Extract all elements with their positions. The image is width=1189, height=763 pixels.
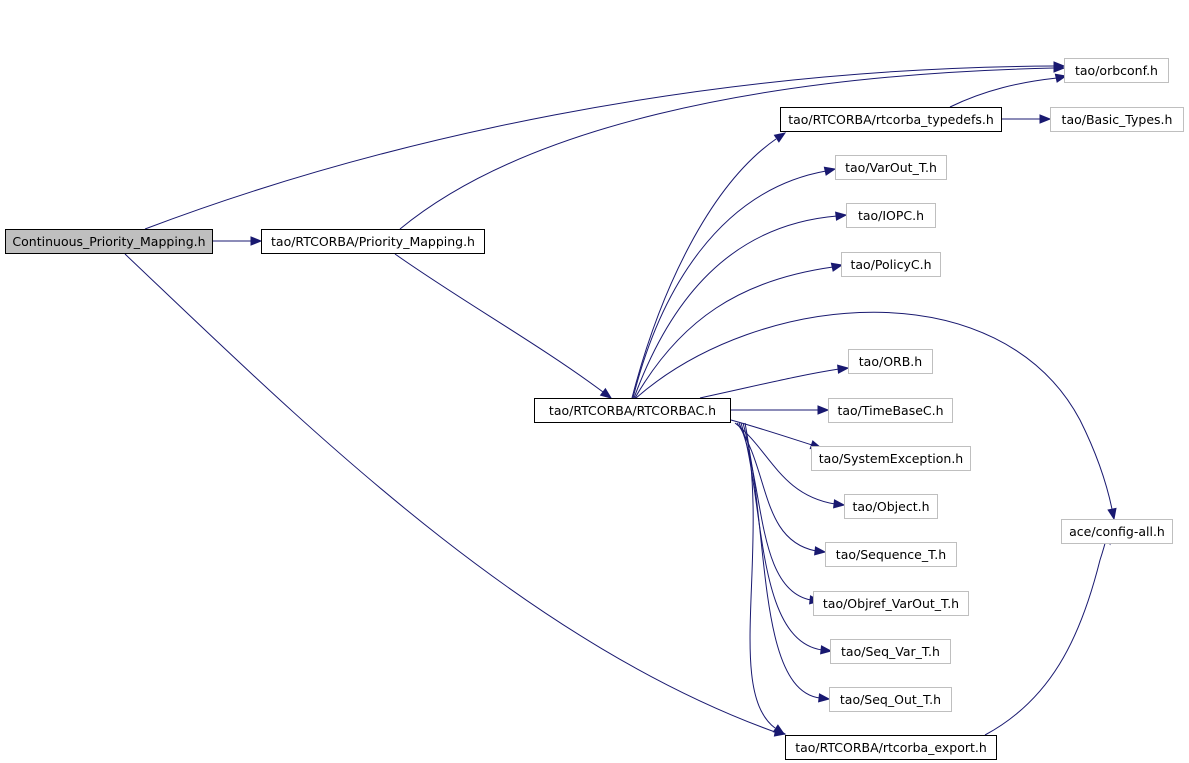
node-system-exception: tao/SystemException.h — [811, 446, 971, 471]
edge-rtcorbac-to-seqvar — [740, 422, 833, 655]
node-seq-var-t: tao/Seq_Var_T.h — [830, 639, 951, 664]
edge-priority-to-orbconf — [399, 63, 1066, 230]
node-basic-types: tao/Basic_Types.h — [1050, 107, 1184, 132]
arrowhead — [830, 262, 844, 272]
edge-rtcorbac-to-orb — [699, 364, 850, 399]
node-priority-mapping[interactable]: tao/RTCORBA/Priority_Mapping.h — [261, 229, 485, 254]
edge-rtcorbac-to-varout — [632, 166, 837, 399]
node-orb: tao/ORB.h — [848, 349, 933, 374]
node-object: tao/Object.h — [844, 494, 938, 519]
node-rtcorba-typedefs[interactable]: tao/RTCORBA/rtcorba_typedefs.h — [780, 107, 1002, 132]
node-ace-config-all: ace/config-all.h — [1061, 519, 1173, 544]
edge-rtcorbac-to-seqout — [742, 422, 831, 703]
edge-typedefs-to-basic — [1002, 114, 1052, 124]
arrowhead — [837, 364, 850, 374]
node-iopc: tao/IOPC.h — [846, 203, 936, 228]
arrowhead — [833, 499, 846, 509]
arrowhead — [820, 645, 833, 655]
node-varout-t: tao/VarOut_T.h — [835, 155, 947, 180]
edge-rtcorbac-to-aceconfig — [635, 311, 1117, 521]
edge-rtcorbac-to-object — [734, 422, 846, 509]
edge-export-to-aceconfig — [984, 531, 1113, 736]
arrowhead — [1053, 63, 1066, 73]
edge-continuous-to-priority — [213, 236, 263, 246]
arrowhead — [818, 693, 831, 703]
arrowhead — [773, 132, 787, 143]
node-rtcorbac[interactable]: tao/RTCORBA/RTCORBAC.h — [534, 398, 731, 423]
node-seq-out-t: tao/Seq_Out_T.h — [829, 687, 952, 712]
edge-rtcorbac-to-policyc — [634, 262, 844, 399]
node-sequence-t: tao/Sequence_T.h — [825, 542, 957, 567]
arrowhead — [1039, 114, 1052, 124]
node-rtcorba-export[interactable]: tao/RTCORBA/rtcorba_export.h — [785, 735, 997, 760]
arrowhead — [817, 405, 830, 415]
arrowhead — [835, 211, 848, 221]
arrowhead — [250, 236, 263, 246]
arrowhead — [772, 724, 786, 735]
node-policyc: tao/PolicyC.h — [841, 252, 941, 277]
arrowhead — [1054, 73, 1068, 83]
edge-rtcorbac-to-iopc — [633, 211, 848, 399]
edge-rtcorbac-to-typedefs — [631, 132, 787, 399]
node-timebasec: tao/TimeBaseC.h — [828, 398, 953, 423]
node-objref-varout-t: tao/Objref_VarOut_T.h — [813, 591, 969, 616]
arrowhead — [823, 166, 837, 176]
node-continuous-priority-mapping[interactable]: Continuous_Priority_Mapping.h — [5, 229, 213, 254]
edge-continuous-to-export — [124, 253, 787, 737]
edge-rtcorbac-to-export — [744, 422, 786, 735]
node-orbconf: tao/orbconf.h — [1064, 58, 1169, 83]
arrowhead — [1107, 507, 1117, 521]
arrowhead — [599, 387, 613, 399]
edge-rtcorbac-to-timebase — [731, 405, 830, 415]
edge-typedefs-to-orbconf — [949, 73, 1068, 108]
edge-priority-to-rtcorbac — [394, 253, 613, 399]
arrowhead — [814, 546, 827, 556]
